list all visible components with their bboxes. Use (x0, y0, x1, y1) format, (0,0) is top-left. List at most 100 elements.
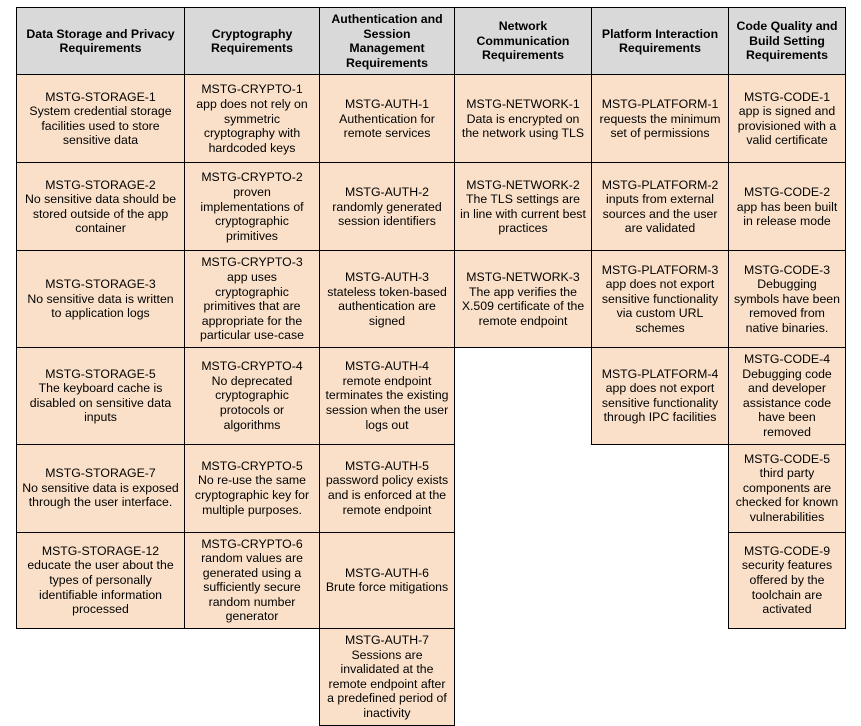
requirement-description: educate the user about the types of pers… (27, 558, 174, 617)
column-header-code-quality: Code Quality and Build Setting Requireme… (728, 6, 846, 76)
requirement-description: stateless token-based authentication are… (327, 284, 447, 328)
requirement-id: MSTG-CODE-9 (743, 543, 831, 558)
table-header-row: Data Storage and Privacy Requirements Cr… (16, 6, 846, 76)
requirement-id: MSTG-STORAGE-2 (45, 177, 156, 192)
requirement-id: MSTG-CODE-2 (743, 184, 831, 199)
requirement-description: No sensitive data is exposed through the… (22, 480, 179, 510)
requirement-id: MSTG-CRYPTO-6 (201, 536, 303, 551)
requirement-id: MSTG-PLATFORM-1 (601, 96, 719, 111)
requirement-description: app is signed and provisioned with a val… (737, 104, 837, 148)
mstg-requirements-table: Data Storage and Privacy Requirements Cr… (16, 6, 846, 726)
requirement-id: MSTG-STORAGE-12 (41, 543, 160, 558)
column-header-platform: Platform Interaction Requirements (591, 6, 729, 76)
empty-cell (16, 628, 185, 726)
requirement-description: Sessions are invalidated at the remote e… (327, 647, 447, 721)
requirement-description: app has been built in release mode (736, 199, 838, 229)
requirement-description: app does not export sensitive functional… (601, 381, 719, 425)
requirement-id: MSTG-CRYPTO-3 (201, 255, 303, 270)
requirement-id: MSTG-CODE-3 (743, 262, 831, 277)
requirement-description: No re-use the same cryptographic key for… (194, 473, 310, 517)
requirement-description: Brute force mitigations (325, 580, 449, 595)
requirement-description: inputs from external sources and the use… (602, 192, 718, 236)
requirement-id: MSTG-CRYPTO-2 (201, 170, 303, 185)
requirement-description: security features offered by the toolcha… (741, 558, 833, 617)
requirement-description: System credential storage facilities use… (29, 104, 172, 148)
requirement-id: MSTG-PLATFORM-2 (601, 177, 719, 192)
empty-cell (591, 628, 729, 726)
requirement-description: random values are generated using a suff… (201, 551, 303, 624)
table-header: Data Storage and Privacy Requirements Cr… (16, 6, 846, 76)
requirement-description: The TLS settings are in line with curren… (460, 192, 586, 236)
requirement-id: MSTG-AUTH-1 (344, 96, 430, 111)
requirement-id: MSTG-CRYPTO-4 (201, 359, 303, 374)
requirements-table-container: Data Storage and Privacy Requirements Cr… (16, 6, 846, 726)
requirement-description: No sensitive data should be stored outsi… (24, 192, 177, 236)
column-header-data-storage: Data Storage and Privacy Requirements (16, 6, 185, 76)
requirement-id: MSTG-AUTH-5 (344, 458, 430, 473)
empty-cell (454, 347, 592, 444)
requirement-description: requests the minimum set of permissions (599, 111, 721, 141)
requirement-description: No sensitive data is written to applicat… (27, 291, 174, 321)
requirement-id: MSTG-STORAGE-5 (45, 366, 156, 381)
empty-cell (591, 444, 729, 532)
requirement-id: MSTG-CRYPTO-1 (201, 82, 303, 97)
column-header-authentication: Authentication and Session Management Re… (319, 6, 455, 76)
requirement-id: MSTG-AUTH-7 (344, 633, 430, 648)
requirement-id: MSTG-NETWORK-3 (466, 269, 580, 284)
column-header-network: Network Communication Requirements (454, 6, 592, 76)
requirement-id: MSTG-STORAGE-3 (45, 277, 156, 292)
requirement-description: randomly generated session identifiers (332, 199, 442, 229)
requirement-id: MSTG-AUTH-2 (344, 184, 430, 199)
requirement-description: Authentication for remote services (339, 111, 435, 141)
requirement-description: third party components are checked for k… (735, 466, 839, 524)
requirement-id: MSTG-PLATFORM-3 (601, 262, 719, 277)
requirement-description: app does not export sensitive functional… (601, 277, 719, 336)
requirement-description: proven implementations of cryptographic … (200, 184, 304, 243)
empty-cell (454, 628, 592, 726)
column-header-cryptography: Cryptography Requirements (184, 6, 320, 76)
requirement-description: app does not rely on symmetric cryptogra… (196, 96, 308, 155)
requirement-id: MSTG-CODE-1 (743, 89, 831, 104)
requirement-id: MSTG-NETWORK-1 (466, 96, 580, 111)
requirement-id: MSTG-STORAGE-1 (45, 89, 156, 104)
requirement-description: The keyboard cache is disabled on sensit… (29, 381, 172, 425)
requirement-description: Debugging symbols have been removed from… (734, 277, 840, 336)
requirement-description: Debugging code and developer assistance … (742, 366, 832, 439)
empty-cell (454, 444, 592, 532)
requirement-description: app uses cryptographic primitives that a… (200, 269, 304, 343)
empty-cell (591, 532, 729, 629)
requirement-description: The app verifies the X.509 certificate o… (461, 284, 585, 328)
requirement-id: MSTG-PLATFORM-4 (601, 366, 719, 381)
